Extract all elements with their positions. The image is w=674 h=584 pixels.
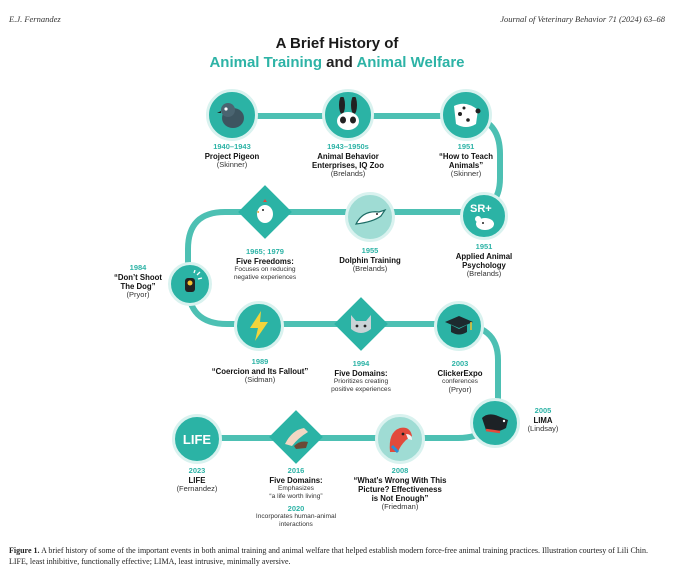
figure-title-line1: A Brief History of — [275, 35, 399, 52]
caption-text: A brief history of some of the important… — [9, 546, 649, 566]
dog-icon — [482, 414, 508, 434]
parrot-icon — [389, 427, 412, 454]
life-event-icon: LIFE — [172, 414, 222, 464]
lightning-event-icon — [234, 301, 284, 351]
rat-event-icon: SR+ — [460, 192, 508, 240]
clicker-event-icon — [168, 262, 212, 306]
running-header-journal: Journal of Veterinary Behavior 71 (2024)… — [500, 14, 665, 24]
pigeon-icon — [217, 103, 244, 128]
chicken-event-icon — [246, 193, 284, 231]
event-coercion-and-its-fallout: 1989 “Coercion and Its Fallout” (Sidman) — [211, 357, 309, 385]
dolphin-icon — [354, 208, 387, 225]
event-whats-wrong-with-this-picture: 2008 “What’s Wrong With This Picture? Ef… — [353, 466, 447, 512]
event-five-freedoms: 1965; 1979 Five Freedoms: Focuses on red… — [233, 247, 297, 281]
figure-caption: Figure 1. A brief history of some of the… — [9, 546, 665, 568]
figure-title-line2: Animal Training and Animal Welfare — [0, 54, 674, 71]
rabbit-event-icon — [322, 89, 374, 141]
title-and: and — [321, 54, 357, 71]
caption-label: Figure 1. — [9, 546, 40, 555]
title-animal-welfare: Animal Welfare — [356, 54, 465, 71]
graduation-event-icon — [434, 301, 484, 351]
event-clickerexpo: 2003 ClickerExpo conferences (Pryor) — [437, 359, 483, 394]
rat-icon: SR+ — [470, 203, 494, 230]
title-animal-training: Animal Training — [209, 54, 322, 71]
event-project-pigeon: 1940–1943 Project Pigeon (Skinner) — [204, 142, 260, 170]
life-badge: LIFE — [182, 431, 212, 447]
chicken-icon — [256, 199, 273, 223]
event-five-domains-1994: 1994 Five Domains: Prioritizes creating … — [331, 359, 391, 393]
cat-event-icon — [342, 305, 380, 343]
dalmatian-event-icon — [440, 89, 492, 141]
running-header-author: E.J. Fernandez — [9, 14, 61, 24]
event-five-domains-2016: 2016 Five Domains: Emphasizes “a life wo… — [255, 466, 337, 529]
event-dolphin-training: 1955 Dolphin Training (Brelands) — [339, 246, 401, 274]
event-how-to-teach-animals: 1951 “How to Teach Animals” (Skinner) — [438, 142, 493, 179]
cat-icon — [351, 315, 371, 333]
clicker-icon — [185, 270, 203, 292]
event-life: 2023 LIFE (Fernandez) — [176, 466, 218, 494]
event-animal-behavior-enterprises: 1943–1950s Animal Behavior Enterprises, … — [312, 142, 384, 179]
lightning-icon — [250, 311, 268, 341]
hand-paw-event-icon — [277, 418, 315, 456]
parrot-event-icon — [375, 414, 425, 464]
hand-paw-icon — [285, 428, 308, 449]
dolphin-event-icon — [345, 192, 395, 242]
dog-event-icon — [470, 398, 520, 448]
svg-text:SR+: SR+ — [470, 203, 492, 215]
pigeon-event-icon — [206, 89, 258, 141]
event-lima: 2005 LIMA (Lindsay) — [527, 406, 559, 434]
graduation-cap-icon — [445, 316, 473, 335]
event-dont-shoot-the-dog: 1984 “Don’t Shoot The Dog” (Pryor) — [113, 263, 163, 300]
rabbit-icon — [337, 97, 359, 130]
event-applied-animal-psychology: 1951 Applied Animal Psychology (Brelands… — [455, 242, 513, 279]
dalmatian-icon — [454, 103, 481, 127]
